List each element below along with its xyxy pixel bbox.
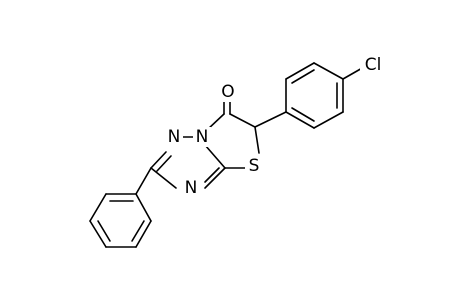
bond-n-c-lower xyxy=(204,167,226,189)
bond-aryl-3 xyxy=(313,62,344,80)
bond-aryl-5 xyxy=(313,111,344,129)
bond-phenyl-double-2 xyxy=(97,220,111,242)
bond-aryl-double-3 xyxy=(291,107,315,122)
bond-c-n-lower xyxy=(150,167,177,189)
bond-carbonyl-ch xyxy=(229,113,256,128)
bonds xyxy=(89,62,365,248)
bond-aryl-double-1 xyxy=(291,69,315,84)
bond-aryl-2 xyxy=(285,62,315,80)
bond-n-c-lower-double xyxy=(204,167,220,183)
bond-phenyl-6 xyxy=(135,193,152,222)
bond-n-c-double xyxy=(150,151,167,169)
bond-aryl-6 xyxy=(285,111,315,129)
nitrogen-atom-top: N xyxy=(168,127,181,147)
bond-phenyl-5 xyxy=(135,220,152,248)
bond-triazole-phenyl xyxy=(135,167,152,195)
bond-c-n-bridge xyxy=(204,144,226,169)
bond-ch-aryl xyxy=(254,111,287,128)
chlorine-atom: Cl xyxy=(365,55,382,75)
bond-phenyl-2 xyxy=(89,193,107,222)
oxygen-atom: O xyxy=(221,82,234,102)
bond-phenyl-3 xyxy=(89,220,107,248)
bond-phenyl-double-3 xyxy=(131,220,145,242)
bond-ch-s xyxy=(254,126,260,154)
sulfur-atom: S xyxy=(249,156,260,176)
atom-labels: O N N N S Cl xyxy=(165,54,388,198)
bond-n-c-double-inner xyxy=(156,155,172,172)
nitrogen-atom-bottom: N xyxy=(185,178,198,198)
nitrogen-atom-bridge: N xyxy=(196,127,209,147)
